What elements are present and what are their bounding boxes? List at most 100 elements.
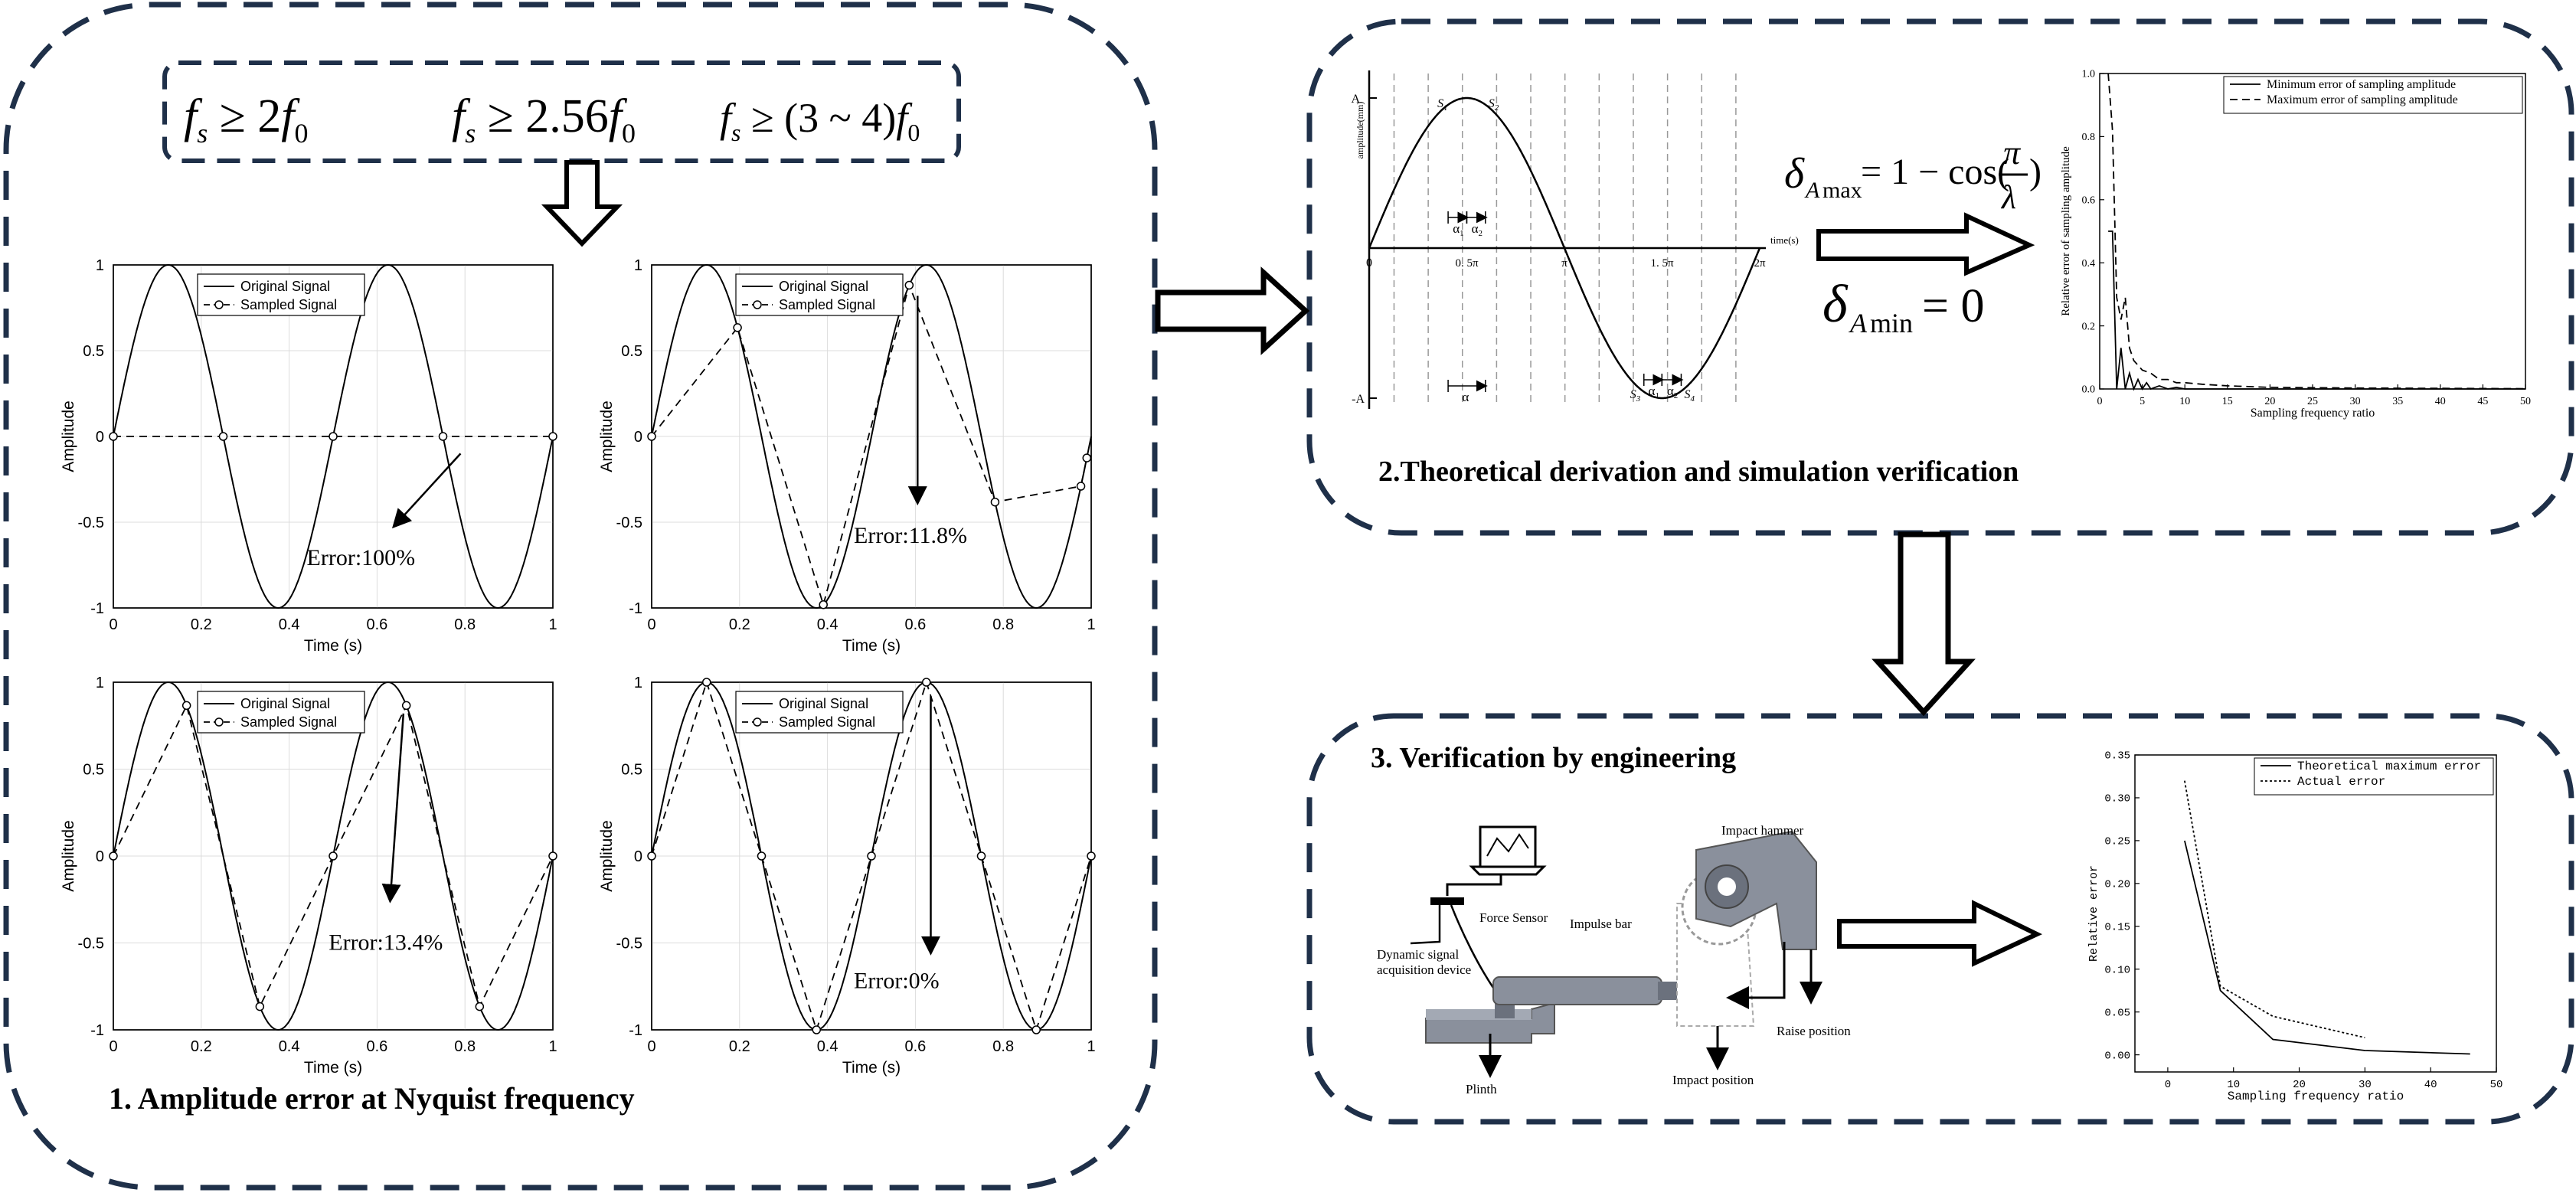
chart-frame bbox=[2134, 754, 2497, 1073]
x-tick-label: 45 bbox=[2477, 396, 2488, 407]
x-tick-label: 50 bbox=[2490, 1079, 2503, 1091]
x-tick-label: 0.4 bbox=[817, 616, 839, 633]
label-plinth: Plinth bbox=[1466, 1082, 1497, 1096]
sample-point bbox=[647, 851, 656, 861]
y-tick-label: 0.4 bbox=[2082, 258, 2096, 270]
y-tick-label: 0.5 bbox=[83, 762, 104, 779]
sample-point bbox=[548, 432, 557, 441]
sample-point bbox=[181, 701, 191, 711]
label-daq-2: acquisition device bbox=[1377, 962, 1471, 977]
y-axis-label: Amplitude bbox=[60, 400, 77, 472]
label-force-sensor: Force Sensor bbox=[1479, 910, 1548, 925]
panel2-title: 2.Theoretical derivation and simulation … bbox=[1378, 456, 2019, 488]
label-impact-position: Impact position bbox=[1672, 1073, 1754, 1087]
y-tick-label: 0.0 bbox=[2082, 384, 2096, 396]
x-tick-label: 5 bbox=[2140, 396, 2145, 407]
y-tick-label: -1 bbox=[90, 600, 104, 617]
svg-text:= 1 − cos(: = 1 − cos( bbox=[1861, 152, 2009, 192]
x-tick-label: 0.2 bbox=[191, 616, 212, 633]
phase-tick-label: 1. 5π bbox=[1650, 257, 1674, 270]
sample-point bbox=[647, 432, 656, 441]
x-tick-label: 35 bbox=[2392, 396, 2403, 407]
y-axis-label: Amplitude bbox=[598, 820, 616, 891]
sample-point bbox=[548, 851, 557, 861]
x-tick-label: 1 bbox=[548, 1038, 557, 1055]
sample-point bbox=[976, 851, 986, 861]
alpha1-bracket-label: α1 bbox=[1453, 221, 1463, 238]
error-arrow bbox=[391, 453, 462, 529]
label-S2: S2 bbox=[1489, 97, 1499, 113]
y-tick-label: -0.5 bbox=[616, 515, 642, 531]
y-tick-label: 1 bbox=[634, 257, 642, 274]
y-tick-label: 0.15 bbox=[2104, 921, 2130, 933]
error-label: Error:0% bbox=[854, 969, 940, 994]
label-S4: S4 bbox=[1684, 388, 1695, 404]
y-tick-label: 0 bbox=[634, 848, 642, 865]
legend-label: Maximum error of sampling amplitude bbox=[2267, 93, 2458, 106]
laptop-icon bbox=[1469, 825, 1547, 876]
error-label: Error:100% bbox=[307, 545, 416, 570]
sample-point bbox=[757, 851, 767, 861]
x-tick-label: 10 bbox=[2179, 396, 2190, 407]
y-tick-label: 1 bbox=[96, 257, 104, 274]
x-tick-label: 0.8 bbox=[454, 1038, 476, 1055]
y-axis-label: Relative error bbox=[2087, 865, 2100, 962]
sample-point bbox=[218, 432, 228, 441]
label-impulse-bar: Impulse bar bbox=[1570, 917, 1632, 931]
svg-text:δ: δ bbox=[1822, 275, 1849, 334]
y-tick-label: 0.05 bbox=[2104, 1007, 2130, 1019]
y-tick-label: 0.5 bbox=[83, 343, 104, 360]
svg-text:δ: δ bbox=[1784, 150, 1805, 198]
y-tick-label: 0.6 bbox=[2082, 194, 2096, 206]
x-tick-label: 0.6 bbox=[366, 616, 387, 633]
label-negA: -A bbox=[1352, 393, 1365, 406]
y-tick-label: 0.00 bbox=[2104, 1050, 2130, 1062]
x-tick-label: 0.6 bbox=[366, 1038, 387, 1055]
x-tick-label: 0 bbox=[109, 616, 117, 633]
test-rig-illustration: Impact hammer Force Sensor Impulse bar D… bbox=[1377, 823, 1851, 1096]
x-axis-label: Time (s) bbox=[304, 1059, 362, 1077]
x-tick-label: 0.2 bbox=[729, 1038, 750, 1055]
x-tick-label: 1 bbox=[1087, 616, 1095, 633]
sample-point bbox=[819, 600, 828, 609]
y-tick-label: 0.25 bbox=[2104, 836, 2130, 848]
y-tick-label: 0.2 bbox=[2082, 321, 2096, 332]
y-tick-label: 0.5 bbox=[621, 343, 642, 360]
sample-point bbox=[329, 432, 338, 441]
alpha-bracket-label: α bbox=[1462, 390, 1469, 404]
series-line-2 bbox=[2184, 780, 2365, 1039]
y-tick-label: 0.5 bbox=[621, 762, 642, 779]
sample-point bbox=[1031, 1025, 1041, 1034]
y-tick-label: 1.0 bbox=[2082, 69, 2096, 80]
alpha2-bracket-low-label: α2 bbox=[1667, 384, 1678, 400]
x-tick-label: 0.6 bbox=[904, 616, 926, 633]
sample-point bbox=[1076, 482, 1086, 491]
impact-hammer bbox=[1681, 830, 1817, 950]
x-tick-label: 0 bbox=[647, 1038, 655, 1055]
y-tick-label: -1 bbox=[629, 1022, 642, 1039]
y-tick-label: -1 bbox=[629, 600, 642, 617]
formula-256: fs ≥ 2.56f0 bbox=[452, 90, 636, 149]
hollow-arrow-right-3 bbox=[1837, 900, 2042, 967]
x-tick-label: 0.2 bbox=[191, 1038, 212, 1055]
label-daq-1: Dynamic signal bbox=[1377, 947, 1459, 962]
svg-text:λ: λ bbox=[2000, 178, 2016, 216]
sample-point bbox=[702, 678, 711, 687]
label-A: A bbox=[1351, 93, 1360, 106]
x-tick-label: 40 bbox=[2435, 396, 2446, 407]
svg-text:A: A bbox=[1849, 308, 1868, 338]
legend-marker-sampled bbox=[214, 717, 224, 727]
sample-point bbox=[733, 323, 742, 332]
legend-marker-sampled bbox=[753, 300, 762, 309]
y-tick-label: 0 bbox=[634, 429, 642, 446]
sample-point bbox=[401, 701, 411, 711]
series-line-1 bbox=[2108, 230, 2525, 391]
x-tick-label: 0 bbox=[647, 616, 655, 633]
impulse-bar bbox=[1492, 976, 1662, 1005]
svg-text:π: π bbox=[2003, 134, 2022, 172]
svg-text:): ) bbox=[2029, 152, 2042, 192]
label-zero: 0 bbox=[1366, 257, 1372, 270]
series-line-1 bbox=[2184, 840, 2470, 1055]
